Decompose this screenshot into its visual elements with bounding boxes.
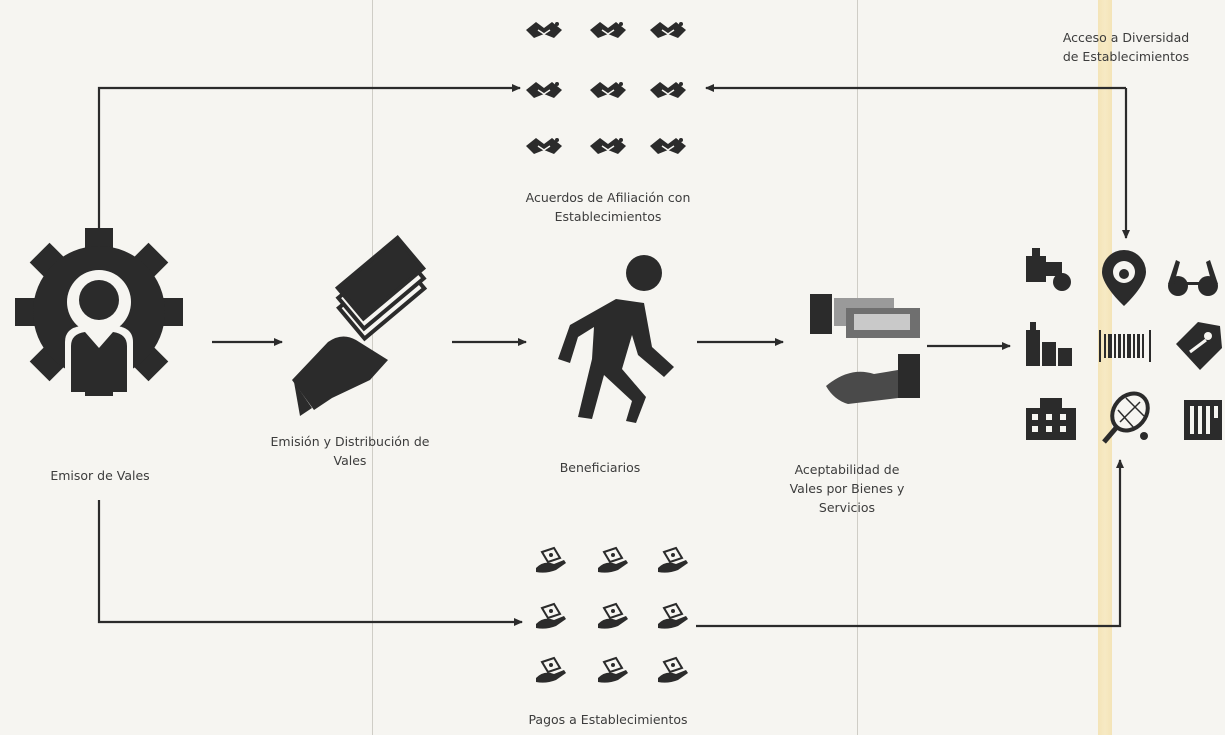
aceptabilidad-label: Aceptabilidad de Vales por Bienes y Serv… xyxy=(789,462,905,515)
tennis-racket-icon xyxy=(1102,391,1150,444)
highlight-strip xyxy=(1098,0,1112,735)
shop-products-icon xyxy=(1026,322,1072,366)
barcode-icon xyxy=(1099,330,1151,362)
beneficiarios-label: Beneficiarios xyxy=(559,460,641,475)
glasses-icon xyxy=(1168,260,1218,296)
gear-person-icon xyxy=(15,228,183,396)
connectors xyxy=(97,84,1130,628)
emisor-label: Emisor de Vales xyxy=(50,468,150,483)
walking-person-icon xyxy=(558,255,674,423)
handing-over-voucher-icon xyxy=(810,294,920,404)
arrow-pagos-to-establecimientos xyxy=(696,459,1124,628)
emision-label: Emisión y Distribución de Vales xyxy=(270,434,430,468)
acuerdos-label: Acuerdos de Afiliación con Establecimien… xyxy=(525,190,691,224)
scan-fold-line xyxy=(857,0,858,735)
location-pin-icon xyxy=(1102,250,1146,306)
grocery-icon xyxy=(1026,248,1071,291)
arrow-emisor-to-pagos xyxy=(97,500,523,626)
building-facade-icon xyxy=(1184,400,1222,440)
establishment-icons xyxy=(1026,248,1222,444)
money-hand-grid xyxy=(535,547,689,684)
acceso-label: Acceso a Diversidad de Establecimientos xyxy=(1062,30,1190,64)
handshake-grid xyxy=(525,21,687,155)
building-icon xyxy=(1026,398,1076,440)
arrow-emisor-to-acuerdos xyxy=(97,84,521,228)
discount-tag-icon xyxy=(1176,322,1222,370)
hand-with-vouchers-icon xyxy=(292,234,428,416)
pagos-label: Pagos a Establecimientos xyxy=(528,712,688,727)
